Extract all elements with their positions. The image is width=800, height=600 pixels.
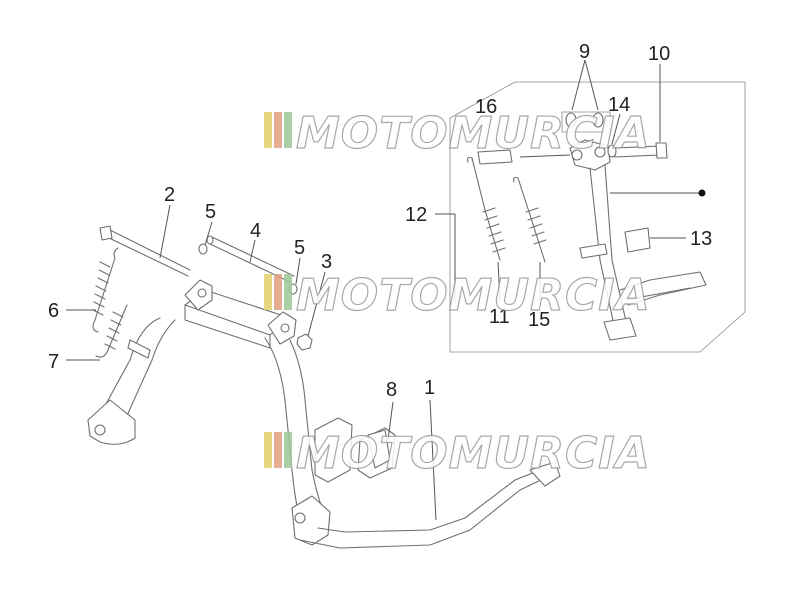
callout-12: 12: [405, 204, 427, 226]
part-14-washer: [607, 144, 617, 158]
part-15-spring: [512, 176, 547, 263]
callout-11: 11: [489, 306, 510, 328]
watermark-top: MOTOMURCIA: [264, 107, 651, 160]
callout-5-left: 5: [205, 201, 216, 223]
spring-pin: [127, 339, 151, 359]
callout-15: 15: [528, 309, 550, 331]
watermark-text: MOTOMURCIA: [296, 108, 651, 159]
part-3-nut: [296, 333, 313, 351]
part-16-pin: [477, 149, 513, 165]
reference-dot: [698, 189, 706, 197]
callout-labels: 1 2 3 4 5 5 6 7 8 9 10 11 12 13 14 15 16: [48, 41, 712, 401]
part-6-spring: [92, 247, 119, 333]
watermark-bottom: MOTOMURCIA: [264, 427, 651, 480]
part-9-spacers: [561, 111, 611, 133]
callout-8: 8: [386, 379, 397, 401]
main-stand-frame: [87, 279, 561, 549]
callout-2: 2: [164, 184, 175, 206]
leader-lines: [66, 59, 700, 521]
side-stand: [569, 139, 707, 341]
callout-14: 14: [608, 94, 630, 116]
callout-1: 1: [424, 377, 435, 399]
callout-3: 3: [321, 251, 332, 273]
callout-4: 4: [250, 220, 261, 242]
callout-10: 10: [648, 43, 670, 65]
part-5-washer-left: [198, 243, 208, 255]
watermark-text: MOTOMURCIA: [296, 428, 651, 479]
callout-6: 6: [48, 300, 59, 322]
callout-16: 16: [475, 96, 497, 118]
part-13-rubber-block: [579, 227, 651, 259]
part-2-pivot-bolt: [99, 225, 191, 277]
callout-7: 7: [48, 351, 59, 373]
part-11-spring: [466, 156, 506, 261]
callout-5-right: 5: [294, 237, 305, 259]
watermark-text: MOTOMURCIA: [296, 270, 651, 321]
part-8-bushing: [367, 429, 391, 469]
callout-9: 9: [579, 41, 590, 63]
watermark-middle: MOTOMURCIA: [264, 269, 651, 322]
part-7-spring: [95, 304, 128, 358]
callout-13: 13: [690, 228, 712, 250]
inset-panel-outline: [449, 81, 746, 353]
